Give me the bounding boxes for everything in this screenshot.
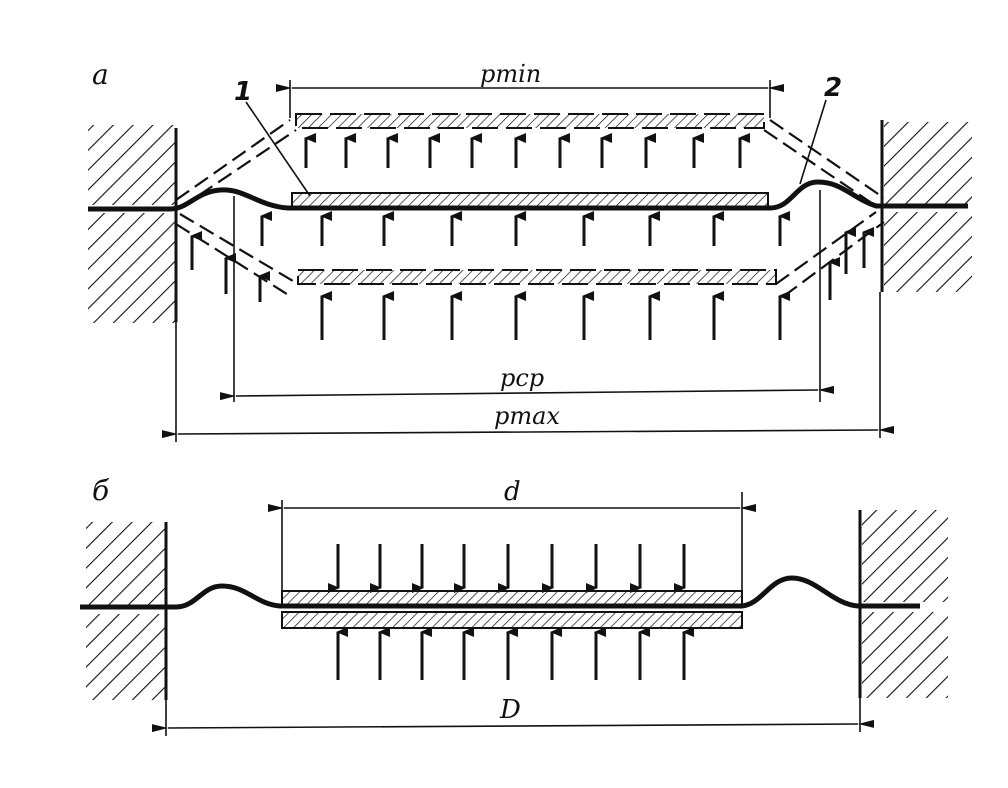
rigid-plate-neutral	[291, 192, 769, 208]
leader-part-2	[799, 99, 827, 185]
pmax-label: pmax	[494, 402, 560, 430]
plate-top-b	[281, 590, 743, 606]
left-housing-wall-a	[88, 125, 178, 323]
part-1-label: 1	[234, 77, 252, 107]
dimension-d	[268, 492, 756, 592]
panel-b-letter: б	[92, 474, 110, 507]
membrane-neutral	[88, 179, 968, 212]
d-label: d	[504, 477, 521, 507]
dimension-pmax	[161, 292, 895, 442]
part-2-label: 2	[824, 73, 842, 103]
plate-bottom-b	[281, 611, 743, 629]
plate-upper-displaced	[175, 113, 885, 209]
dimension-pmin	[276, 80, 784, 118]
panel-b: б d D	[80, 474, 948, 736]
right-housing-wall-a	[880, 120, 972, 292]
dimension-D	[151, 698, 875, 736]
pcp-label: pcp	[500, 364, 544, 392]
left-housing-wall-b	[86, 522, 168, 700]
right-housing-wall-b	[858, 510, 948, 698]
plate-lower-displaced	[175, 211, 885, 297]
pressure-arrows-b	[328, 544, 694, 680]
panel-a-letter: а	[92, 58, 109, 91]
pmin-label: pmin	[480, 60, 541, 88]
leader-part-1	[245, 101, 311, 197]
panel-a: а 1 2 pmin pcp pmax	[88, 58, 972, 442]
dimension-pcp	[219, 190, 835, 402]
pressure-arrows-a	[190, 133, 874, 340]
D-label: D	[499, 695, 521, 725]
